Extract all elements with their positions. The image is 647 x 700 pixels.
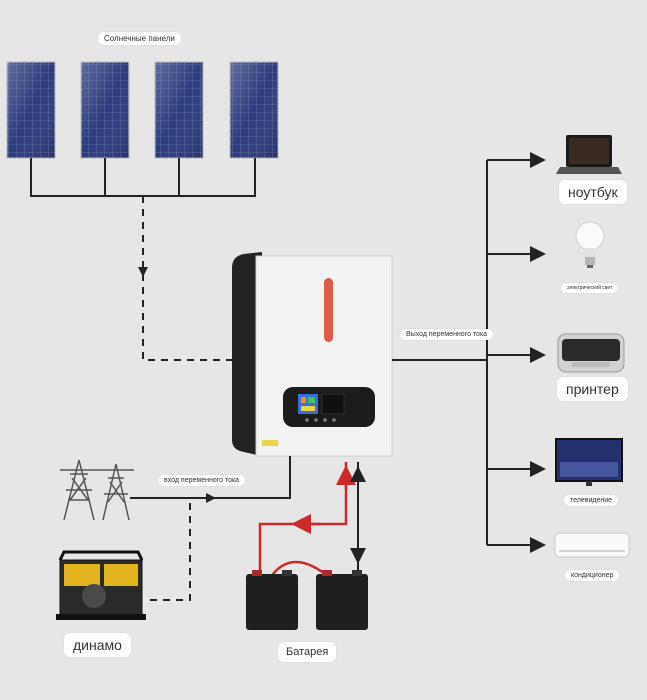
generator-icon <box>56 550 146 620</box>
printer-label: принтер <box>557 377 628 401</box>
battery-label: Батарея <box>278 642 337 662</box>
tv-icon <box>555 438 623 486</box>
generator-to-inverter-link <box>150 498 191 601</box>
battery-icon <box>316 570 368 630</box>
solar-panels-label: Солнечные панели <box>98 32 181 45</box>
tv-label: телевидение <box>564 495 619 506</box>
light-label: электрический свет <box>561 283 619 293</box>
laptop-icon <box>556 135 622 174</box>
generator-label: динамо <box>64 633 131 657</box>
battery-icon <box>246 570 298 630</box>
inverter-icon <box>232 252 393 457</box>
ac-input-label: вход переменного тока <box>158 475 246 486</box>
ac-output-wiring <box>392 152 546 553</box>
air-conditioner-icon <box>554 532 630 558</box>
ac-input-wiring <box>130 456 291 499</box>
ac-output-label: Выход переменного тока <box>400 329 494 340</box>
solar-panel-icon <box>80 61 130 159</box>
solar-panel-icon <box>229 61 279 159</box>
solar-to-inverter-link <box>142 196 232 361</box>
light-bulb-icon <box>575 221 605 268</box>
printer-icon <box>557 333 625 373</box>
power-tower-icon <box>60 459 134 521</box>
ac-input-arrow <box>206 493 216 503</box>
solar-arrow <box>138 267 148 277</box>
battery-link <box>258 462 356 575</box>
laptop-label: ноутбук <box>559 180 627 204</box>
solar-panel-wiring <box>30 158 256 197</box>
ac-unit-label: кондиционер <box>565 570 620 581</box>
solar-panel-icon <box>154 61 204 159</box>
solar-panel-icon <box>6 61 56 159</box>
